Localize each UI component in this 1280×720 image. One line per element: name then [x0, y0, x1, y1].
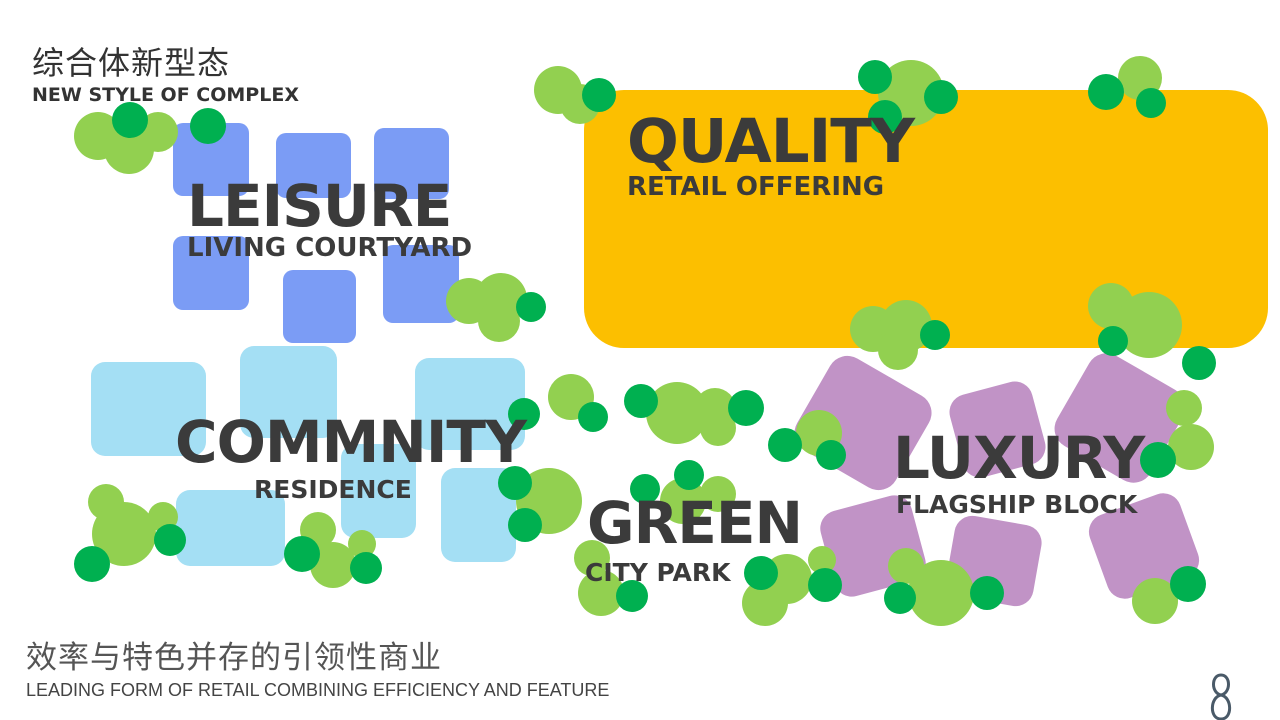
tree	[498, 466, 532, 500]
tree	[808, 568, 842, 602]
tree	[1116, 292, 1182, 358]
tree	[1098, 326, 1128, 356]
tree	[1170, 566, 1206, 602]
page-title-en: NEW STYLE OF COMPLEX	[32, 84, 299, 106]
tree	[508, 398, 540, 430]
tree	[924, 80, 958, 114]
tree	[1166, 390, 1202, 426]
leisure-block	[276, 133, 351, 198]
community-block	[91, 362, 206, 456]
tree	[1182, 346, 1216, 380]
page-number-icon	[1210, 673, 1232, 720]
tree	[970, 576, 1004, 610]
tree	[616, 580, 648, 612]
quality-subtitle: RETAIL OFFERING	[627, 172, 885, 202]
tree	[868, 100, 902, 134]
tree	[350, 552, 382, 584]
tree	[728, 390, 764, 426]
tree	[700, 476, 736, 512]
leisure-title: LEISURE	[187, 172, 452, 240]
tree	[190, 108, 226, 144]
community-title: COMMNITY	[175, 408, 527, 476]
leisure-block	[283, 270, 356, 343]
luxury-title: LUXURY	[893, 424, 1145, 492]
leisure-block	[383, 245, 459, 323]
tree	[630, 474, 660, 504]
luxury-subtitle: FLAGSHIP BLOCK	[896, 490, 1138, 519]
tree	[1140, 442, 1176, 478]
page-title-cn: 综合体新型态	[32, 44, 231, 82]
green-subtitle: CITY PARK	[585, 558, 731, 587]
tree	[858, 60, 892, 94]
footer-tagline-en: LEADING FORM OF RETAIL COMBINING EFFICIE…	[26, 680, 610, 700]
tree	[284, 536, 320, 572]
footer-tagline-cn: 效率与特色并存的引领性商业	[26, 640, 442, 676]
community-block	[240, 346, 337, 438]
tree	[624, 384, 658, 418]
community-block	[341, 444, 416, 538]
tree	[674, 460, 704, 490]
tree	[74, 546, 110, 582]
tree	[744, 556, 778, 590]
tree	[816, 440, 846, 470]
tree	[154, 524, 186, 556]
community-block	[415, 358, 525, 450]
tree	[878, 330, 918, 370]
tree	[768, 428, 802, 462]
green-title: GREEN	[587, 489, 803, 557]
tree	[908, 560, 974, 626]
tree	[112, 102, 148, 138]
community-block	[176, 490, 285, 566]
tree	[516, 292, 546, 322]
community-subtitle: RESIDENCE	[254, 475, 412, 504]
tree	[578, 402, 608, 432]
tree	[478, 300, 520, 342]
quality-title: QUALITY	[627, 106, 915, 177]
tree	[1136, 88, 1166, 118]
tree	[582, 78, 616, 112]
tree	[884, 582, 916, 614]
leisure-block	[173, 236, 249, 310]
tree	[508, 508, 542, 542]
tree	[1088, 74, 1124, 110]
leisure-block	[374, 128, 449, 199]
leisure-subtitle: LIVING COURTYARD	[187, 233, 473, 263]
tree	[920, 320, 950, 350]
